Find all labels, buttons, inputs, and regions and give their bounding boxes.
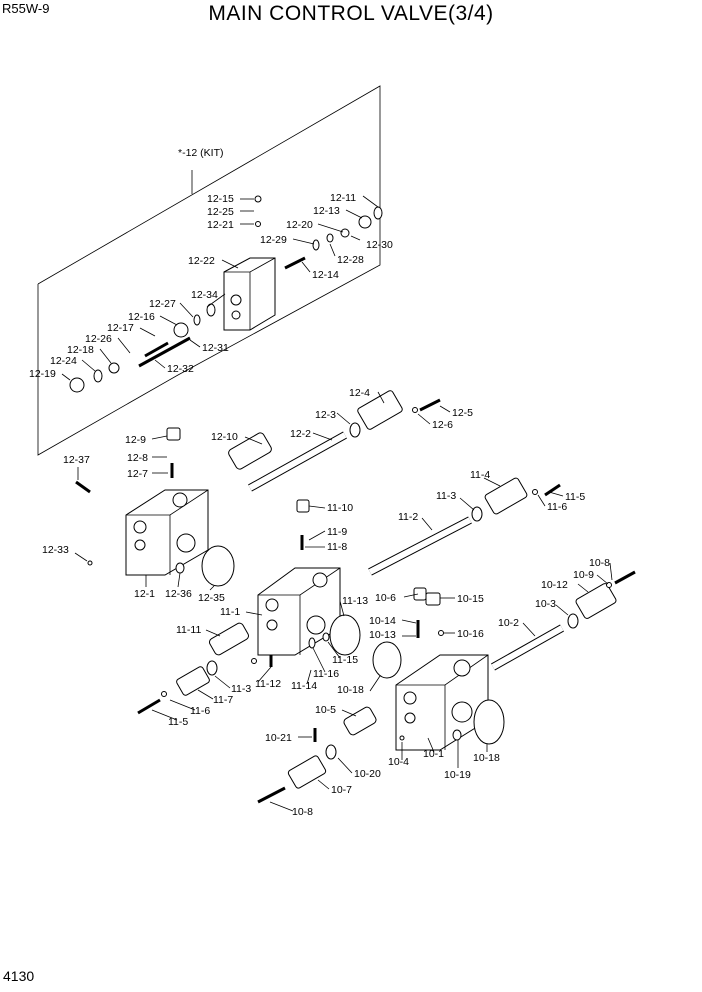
callout-label: 12-13 bbox=[313, 205, 340, 217]
callout-label: 10-7 bbox=[331, 784, 352, 796]
callout-label: 11-3 bbox=[436, 490, 456, 502]
callout-label: 10-13 bbox=[369, 629, 396, 641]
callout-label: 12-33 bbox=[42, 544, 69, 556]
callout-label: 10-4 bbox=[388, 756, 409, 768]
callout-label: 12-5 bbox=[452, 407, 473, 419]
callout-label: 12-24 bbox=[50, 355, 77, 367]
callout-label: 12-35 bbox=[198, 592, 225, 604]
callout-label: 12-36 bbox=[165, 588, 192, 600]
callout-label: 12-9 bbox=[125, 434, 146, 446]
callout-label: 10-20 bbox=[354, 768, 381, 780]
spool-10-2 bbox=[491, 624, 564, 671]
callout-label: 10-21 bbox=[265, 732, 292, 744]
callout-label: 12-4 bbox=[349, 387, 370, 399]
callout-label: 12-11 bbox=[330, 192, 356, 204]
callout-label: 12-30 bbox=[366, 239, 393, 251]
callout-label: 10-15 bbox=[457, 593, 484, 605]
callout-label: 12-19 bbox=[29, 368, 56, 380]
kit-label: *-12 (KIT) bbox=[178, 147, 224, 159]
callout-label: 11-15 bbox=[332, 654, 358, 666]
callout-label: 11-5 bbox=[168, 716, 188, 728]
callout-label: 12-32 bbox=[167, 363, 194, 375]
callout-label: 11-10 bbox=[327, 502, 353, 514]
callout-label: 11-16 bbox=[313, 668, 339, 680]
callout-label: 12-17 bbox=[107, 322, 134, 334]
callout-label: 11-11 bbox=[176, 624, 201, 636]
callout-label: 11-6 bbox=[547, 501, 567, 513]
callout-label: 12-26 bbox=[85, 333, 112, 345]
callout-label: 12-14 bbox=[312, 269, 339, 281]
callout-label: 12-25 bbox=[207, 206, 234, 218]
callout-label: 11-4 bbox=[470, 469, 490, 481]
model-code: R55W-9 bbox=[2, 1, 50, 16]
callout-label: 11-2 bbox=[398, 511, 418, 523]
callout-label: 12-2 bbox=[290, 428, 311, 440]
callout-label: 12-34 bbox=[191, 289, 218, 301]
callout-label: 11-3 bbox=[231, 683, 251, 695]
callout-label: 12-1 bbox=[134, 588, 155, 600]
valve-block-10-1 bbox=[395, 654, 489, 751]
callout-label: 10-12 bbox=[541, 579, 568, 591]
callout-label: 11-14 bbox=[291, 680, 317, 692]
callout-label: 12-18 bbox=[67, 344, 94, 356]
callout-label: 10-19 bbox=[444, 769, 471, 781]
callout-label: 10-16 bbox=[457, 628, 484, 640]
page-number: 4130 bbox=[3, 968, 35, 984]
callout-label: 11-5 bbox=[565, 491, 585, 503]
callout-label: 12-15 bbox=[207, 193, 234, 205]
callout-label: 10-8 bbox=[589, 557, 610, 569]
valve-block-11-1 bbox=[257, 567, 341, 656]
callout-label: 12-7 bbox=[127, 468, 148, 480]
callout-label: 12-10 bbox=[211, 431, 238, 443]
callout-label: 12-8 bbox=[127, 452, 148, 464]
spool-12-2 bbox=[248, 431, 347, 492]
callout-label: 10-9 bbox=[573, 569, 594, 581]
callout-label: 11-1 bbox=[220, 606, 240, 618]
callout-label: 12-21 bbox=[207, 219, 234, 231]
callout-label: 12-37 bbox=[63, 454, 90, 466]
page-title: MAIN CONTROL VALVE(3/4) bbox=[208, 2, 494, 25]
callout-label: 10-8 bbox=[292, 806, 313, 818]
callout-label: 11-9 bbox=[327, 526, 347, 538]
callout-labels: 12-15 12-25 12-21 12-11 12-13 12-20 12-3… bbox=[29, 192, 610, 818]
callout-label: 12-22 bbox=[188, 255, 215, 267]
callout-label: 10-1 bbox=[423, 748, 444, 760]
callout-label: 12-3 bbox=[315, 409, 336, 421]
callout-label: 11-12 bbox=[255, 678, 281, 690]
callout-label: 10-3 bbox=[535, 598, 556, 610]
leader-lines bbox=[61, 195, 613, 812]
kit-boundary: *-12 (KIT) bbox=[37, 85, 381, 456]
callout-label: 11-6 bbox=[190, 705, 210, 717]
callout-label: 12-6 bbox=[432, 419, 453, 431]
callout-label: 10-5 bbox=[315, 704, 336, 716]
parts-small bbox=[69, 195, 636, 804]
callout-label: 11-13 bbox=[342, 595, 368, 607]
callout-label: 10-18 bbox=[473, 752, 500, 764]
callout-label: 12-29 bbox=[260, 234, 287, 246]
callout-label: 11-7 bbox=[213, 694, 233, 706]
callout-label: 11-8 bbox=[327, 541, 347, 553]
callout-label: 12-31 bbox=[202, 342, 229, 354]
callout-label: 10-6 bbox=[375, 592, 396, 604]
callout-label: 12-20 bbox=[286, 219, 313, 231]
callout-label: 12-27 bbox=[149, 298, 176, 310]
callout-label: 10-18 bbox=[337, 684, 364, 696]
spool-11-2 bbox=[368, 516, 472, 576]
callout-label: 10-14 bbox=[369, 615, 396, 627]
callout-label: 10-2 bbox=[498, 617, 519, 629]
relief-block-12-22 bbox=[223, 257, 276, 331]
valve-block-12-1 bbox=[125, 489, 209, 576]
callout-label: 12-16 bbox=[128, 311, 155, 323]
callout-label: 12-28 bbox=[337, 254, 364, 266]
